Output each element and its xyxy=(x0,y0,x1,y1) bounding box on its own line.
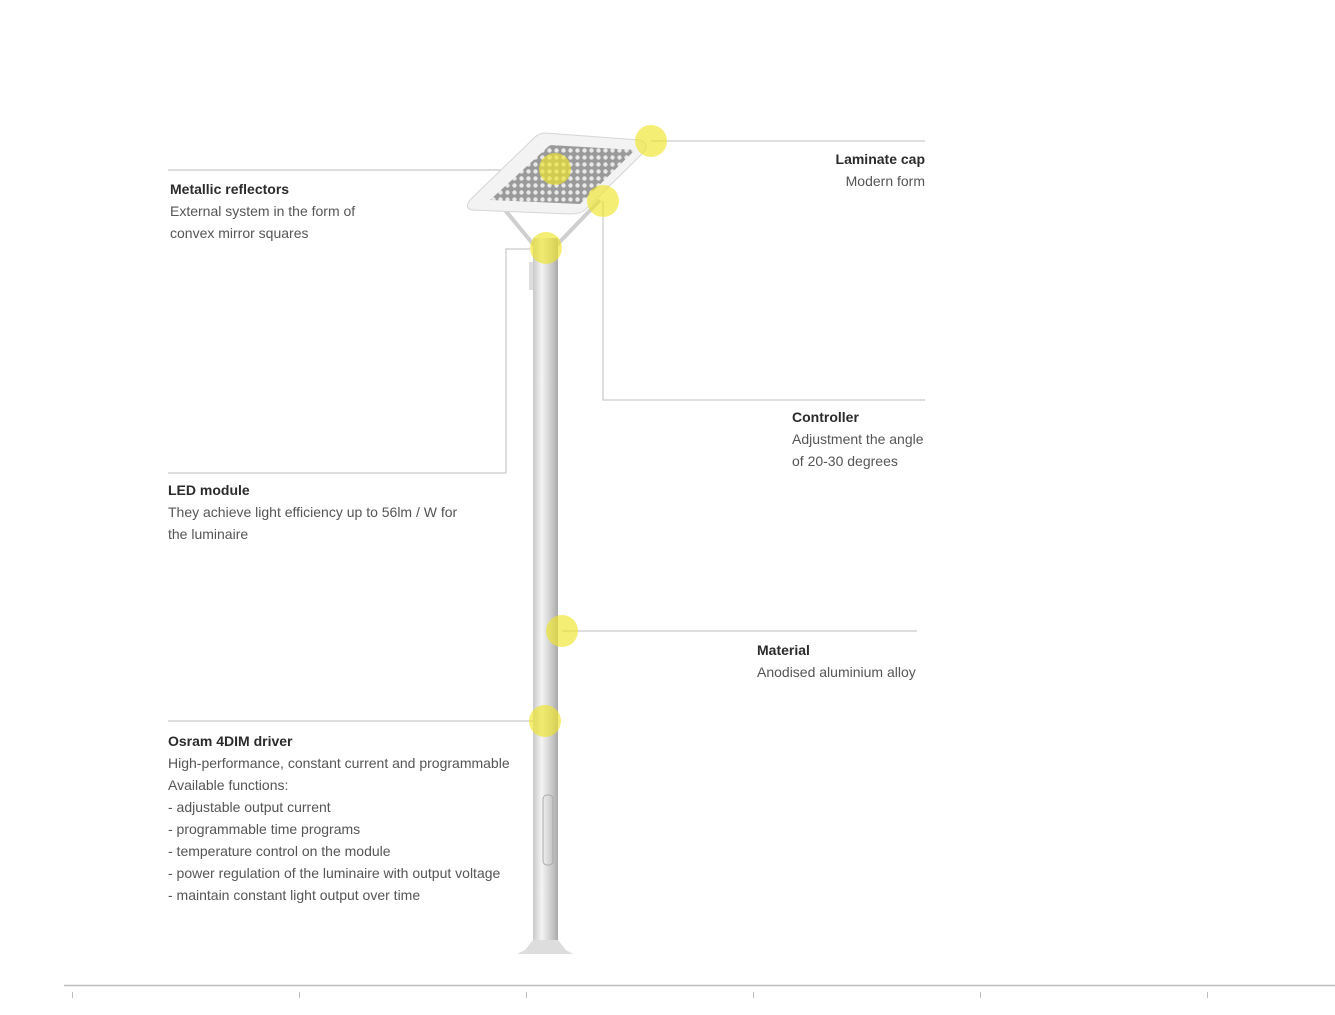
callout-description: High-performance, constant current and p… xyxy=(168,755,510,903)
hotspots xyxy=(529,125,667,737)
callout-controller: Controller Adjustment the angle of 20-30… xyxy=(792,406,924,472)
bottom-ruler xyxy=(64,984,1335,998)
callout-description: Adjustment the angle of 20-30 degrees xyxy=(792,431,924,469)
callout-title: LED module xyxy=(168,482,250,498)
hotspot-led-module[interactable] xyxy=(530,232,562,264)
callout-material: Material Anodised aluminium alloy xyxy=(757,639,916,683)
hotspot-material[interactable] xyxy=(546,615,578,647)
callout-title: Material xyxy=(757,642,810,658)
callout-title: Laminate cap xyxy=(835,151,925,167)
callout-title: Metallic reflectors xyxy=(170,181,290,197)
hotspot-osram-driver[interactable] xyxy=(529,705,561,737)
callout-osram-driver: Osram 4DIM driver High-performance, cons… xyxy=(168,730,510,906)
hotspot-metallic-reflectors[interactable] xyxy=(539,153,571,185)
callout-description: Modern form xyxy=(845,173,925,189)
callout-led-module: LED module They achieve light efficiency… xyxy=(168,479,457,545)
callout-metallic-reflectors: Metallic reflectors External system in t… xyxy=(170,178,355,244)
callout-description: Anodised aluminium alloy xyxy=(757,664,916,680)
callout-title: Controller xyxy=(792,409,859,425)
callout-title: Osram 4DIM driver xyxy=(168,733,293,749)
hotspot-controller[interactable] xyxy=(587,185,619,217)
callout-description: External system in the form of convex mi… xyxy=(170,203,356,241)
callout-description: They achieve light efficiency up to 56lm… xyxy=(168,504,458,542)
leader-lines xyxy=(168,140,925,722)
callout-laminate-cap: Laminate cap Modern form xyxy=(836,148,925,192)
hotspot-laminate-cap[interactable] xyxy=(635,125,667,157)
